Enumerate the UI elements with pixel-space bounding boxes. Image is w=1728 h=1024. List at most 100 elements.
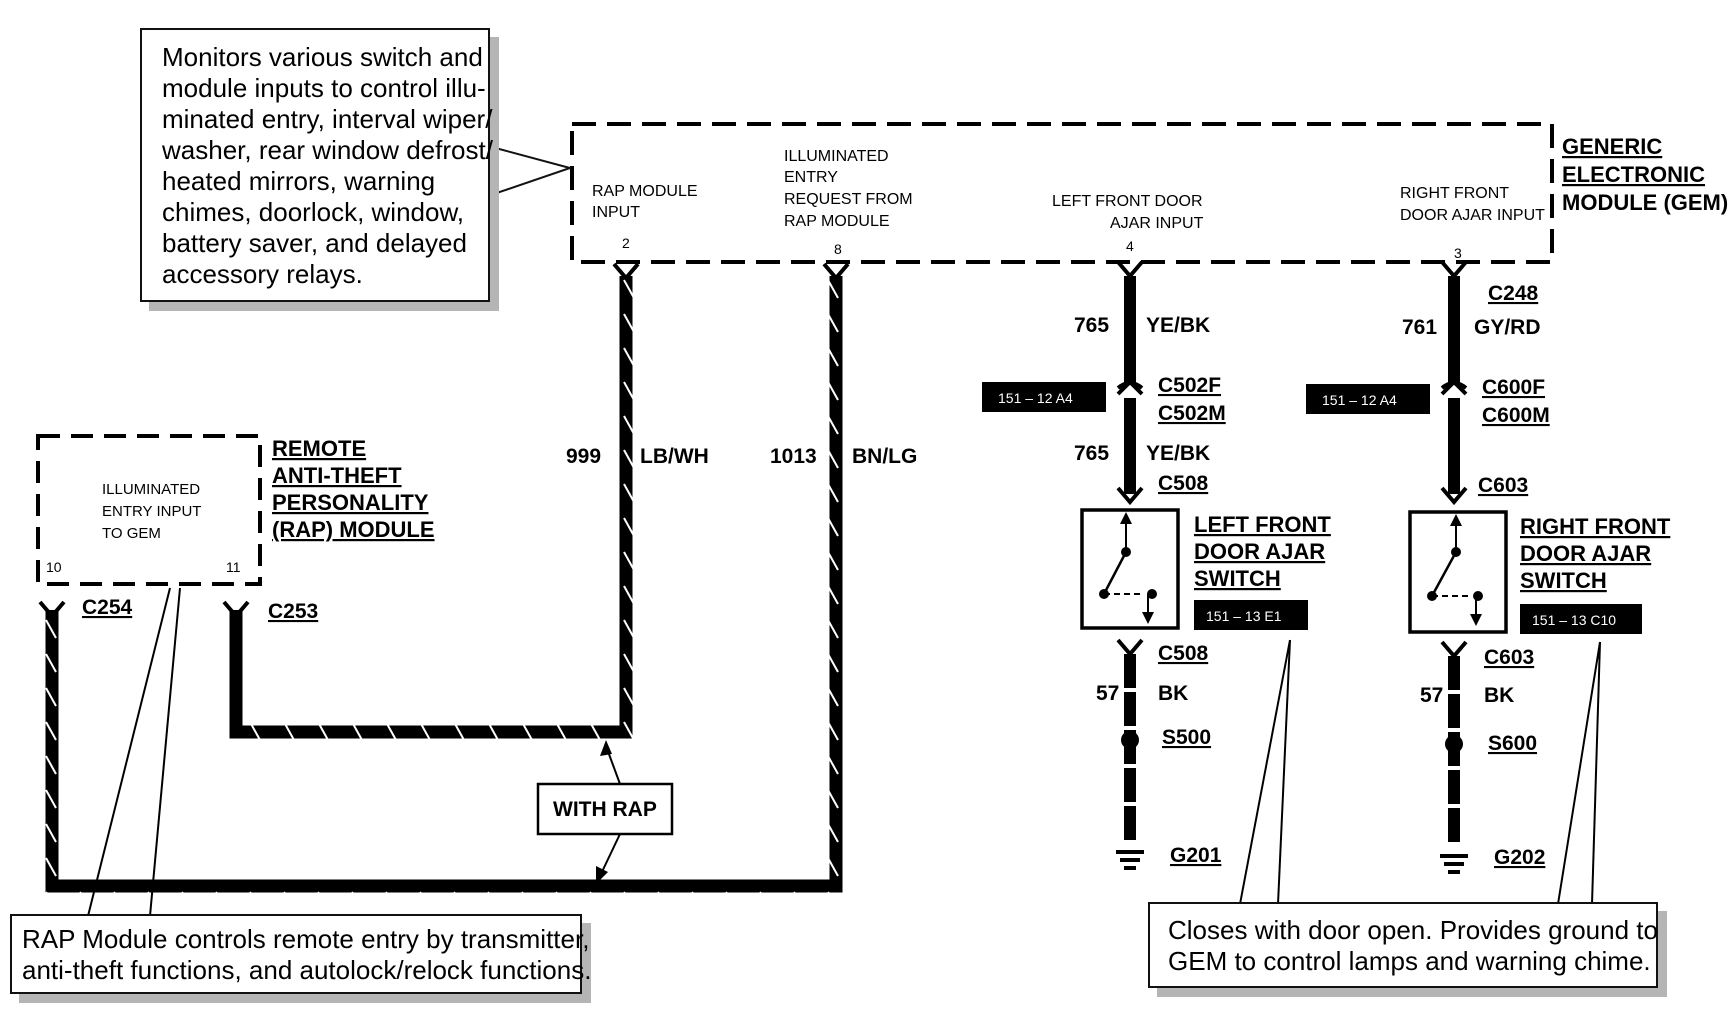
wire-999-color: LB/WH xyxy=(640,445,709,468)
right-ground-circuit: 57 xyxy=(1420,684,1443,707)
gem-description-callout: Monitors various switch and module input… xyxy=(140,28,493,302)
left-ground-color: BK xyxy=(1158,682,1188,705)
rap-pin-10: 10 xyxy=(46,559,62,575)
gem-title-line2: ELECTRONIC xyxy=(1562,162,1705,187)
left-inline-c502m: C502M xyxy=(1158,402,1226,425)
rap-title-line4: (RAP) MODULE xyxy=(272,517,435,542)
ground-g201-icon xyxy=(1116,850,1144,870)
rap-description-line: anti-theft functions, and autolock/reloc… xyxy=(22,955,592,985)
left-ground-circuit: 57 xyxy=(1096,682,1119,705)
gem-pin-4-label-1: LEFT FRONT DOOR xyxy=(1052,193,1203,210)
connector-pin3 xyxy=(1440,260,1468,280)
left-color-yebk-lower: YE/BK xyxy=(1146,442,1210,465)
splice-s500-dot xyxy=(1121,731,1139,749)
gem-description-line: Monitors various switch and xyxy=(162,42,483,72)
left-switch-title-3: SWITCH xyxy=(1194,566,1281,591)
right-circuit-761: 761 xyxy=(1402,316,1437,339)
gem-title-line1: GENERIC xyxy=(1562,134,1662,159)
gem-pin-2-label-2: INPUT xyxy=(592,204,640,221)
right-color-gyrd: GY/RD xyxy=(1474,316,1541,339)
gem-description-line: accessory relays. xyxy=(162,259,363,289)
right-ground-g202: G202 xyxy=(1494,846,1545,869)
rap-description-line: RAP Module controls remote entry by tran… xyxy=(22,924,590,954)
rap-inner-line3: TO GEM xyxy=(102,525,161,542)
gem-description-line: chimes, doorlock, window, xyxy=(162,197,465,227)
door-switch-description-line: Closes with door open. Provides ground t… xyxy=(1168,915,1658,945)
right-connector-c248: C248 xyxy=(1488,282,1539,305)
door-switch-description-line: GEM to control lamps and warning chime. xyxy=(1168,946,1651,976)
left-color-yebk: YE/BK xyxy=(1146,314,1210,337)
right-door-switch xyxy=(1408,510,1508,634)
left-inline-c502f: C502F xyxy=(1158,374,1221,397)
connector-c254: C254 xyxy=(82,596,133,619)
left-connector-c508-top: C508 xyxy=(1158,472,1209,495)
left-circuit-765-lower: 765 xyxy=(1074,442,1109,465)
rap-title-line1: REMOTE xyxy=(272,436,366,461)
connector-c603-bottom-mark xyxy=(1440,640,1468,660)
right-ground-color: BK xyxy=(1484,684,1514,707)
left-switch-title-1: LEFT FRONT xyxy=(1194,512,1331,537)
gem-pin-3-label-2: DOOR AJAR INPUT xyxy=(1400,207,1545,224)
connector-pin8 xyxy=(822,262,850,282)
gem-title-line3: MODULE (GEM) xyxy=(1562,190,1728,215)
gem-pin-8-label-1: ILLUMINATED xyxy=(784,148,889,165)
connector-pin4 xyxy=(1116,260,1144,280)
gem-pin-4-number: 4 xyxy=(1126,238,1134,254)
left-splice-s500: S500 xyxy=(1162,726,1211,749)
gem-pin-8-label-3: REQUEST FROM xyxy=(784,191,913,208)
rap-callout-pointer xyxy=(87,587,181,917)
right-door-circuit: C248 761 GY/RD 151 – 12 A4 C600F C600M C… xyxy=(1306,260,1671,874)
with-rap-note: WITH RAP xyxy=(536,740,674,884)
rap-description-callout: RAP Module controls remote entry by tran… xyxy=(10,914,592,994)
right-splice-s600: S600 xyxy=(1488,732,1537,755)
gem-pin-8-label-4: RAP MODULE xyxy=(784,213,890,230)
wire-999-circuit: 999 xyxy=(566,445,601,468)
gem-description-line: module inputs to control illu- xyxy=(162,73,486,103)
right-inline-c600m: C600M xyxy=(1482,404,1550,427)
connector-c253-mark xyxy=(222,600,250,620)
gem-pin-2-number: 2 xyxy=(622,235,630,251)
gem-pin-2-label-1: RAP MODULE xyxy=(592,183,698,200)
gem-callout-pointer xyxy=(487,144,574,198)
right-switch-title-1: RIGHT FRONT xyxy=(1520,514,1671,539)
gem-description-line: battery saver, and delayed xyxy=(162,228,467,258)
gem-pin-4-label-2: AJAR INPUT xyxy=(1110,215,1204,232)
ground-g202-icon xyxy=(1440,854,1468,874)
wire-1013: 1013 BN/LG xyxy=(38,262,917,893)
connector-c508-top-mark xyxy=(1116,486,1144,506)
left-ref-badge: 151 – 12 A4 xyxy=(998,390,1073,406)
rap-title-line3: PERSONALITY xyxy=(272,490,429,515)
connector-pin2 xyxy=(612,262,640,282)
connector-c254-mark xyxy=(38,600,66,620)
left-switch-badge: 151 – 13 E1 xyxy=(1206,608,1282,624)
wire-1013-circuit: 1013 xyxy=(770,445,817,468)
door-callout-pointer xyxy=(1239,639,1601,905)
left-switch-title-2: DOOR AJAR xyxy=(1194,539,1325,564)
gem-pin-3-label-1: RIGHT FRONT xyxy=(1400,185,1509,202)
gem-pin-8-label-2: ENTRY xyxy=(784,169,838,186)
left-ground-g201: G201 xyxy=(1170,844,1222,867)
wire-1013-color: BN/LG xyxy=(852,445,917,468)
right-connector-c603-bottom: C603 xyxy=(1484,646,1534,669)
gem-pin-8-number: 8 xyxy=(834,241,842,257)
door-switch-description-callout: Closes with door open. Provides ground t… xyxy=(1148,902,1658,988)
connector-c508-bottom-mark xyxy=(1116,638,1144,658)
right-connector-c603-top: C603 xyxy=(1478,474,1528,497)
right-switch-badge: 151 – 13 C10 xyxy=(1532,612,1616,628)
with-rap-label: WITH RAP xyxy=(553,798,657,821)
left-connector-c508-bottom: C508 xyxy=(1158,642,1209,665)
connector-c253: C253 xyxy=(268,600,318,623)
connector-c603-top-mark xyxy=(1440,486,1468,506)
left-circuit-765: 765 xyxy=(1074,314,1109,337)
right-inline-c600f: C600F xyxy=(1482,376,1545,399)
rap-title-line2: ANTI-THEFT xyxy=(272,463,402,488)
gem-module: GENERIC ELECTRONIC MODULE (GEM) RAP MODU… xyxy=(570,122,1728,264)
rap-pin-11: 11 xyxy=(226,559,241,575)
gem-description-line: washer, rear window defrost/ xyxy=(162,135,493,165)
left-door-switch xyxy=(1080,508,1180,630)
rap-inner-line1: ILLUMINATED xyxy=(102,481,200,498)
rap-module: ILLUMINATED ENTRY INPUT TO GEM 10 11 REM… xyxy=(36,434,435,586)
gem-description-line: minated entry, interval wiper/ xyxy=(162,104,493,134)
splice-s600-dot xyxy=(1445,735,1463,753)
